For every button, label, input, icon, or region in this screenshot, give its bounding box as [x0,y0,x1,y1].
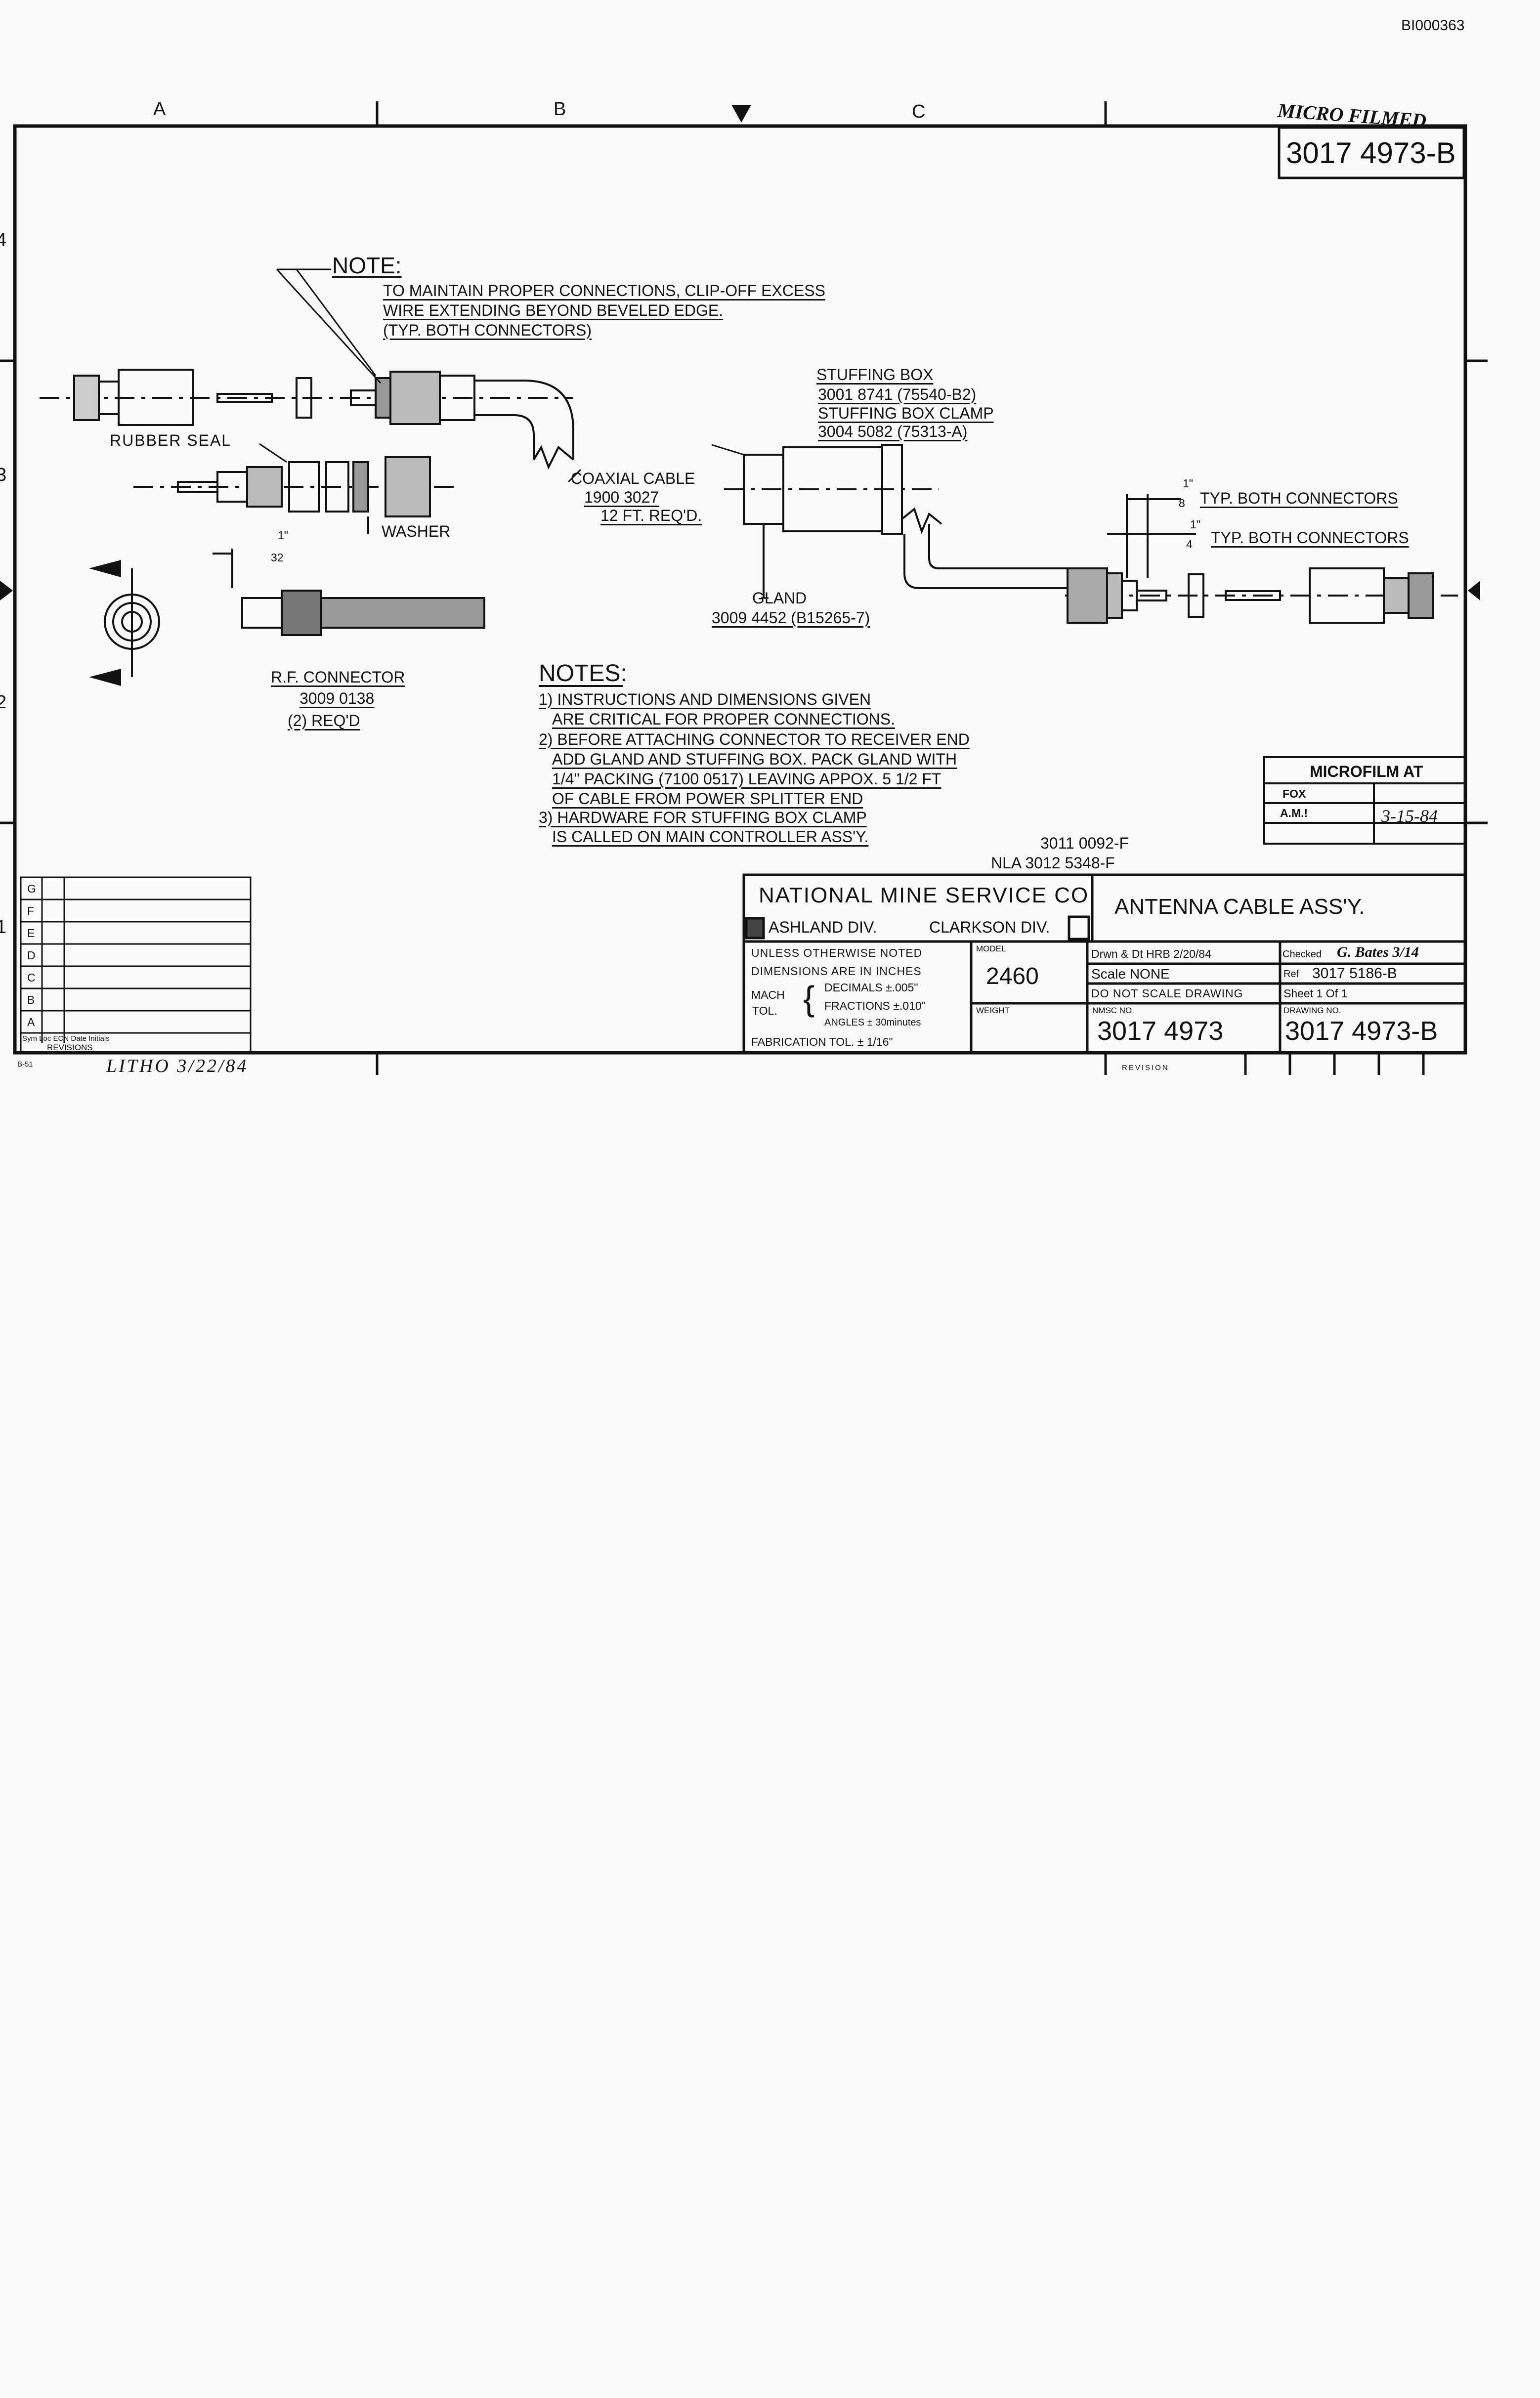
coaxial-cable-label: COAXIAL CABLE [571,470,695,487]
dims-in-inches: DIMENSIONS ARE IN INCHES [751,965,922,978]
note-line-1: TO MAINTAIN PROPER CONNECTIONS, CLIP-OFF… [383,282,825,300]
checked-label: Checked [1283,949,1322,960]
scale: Scale NONE [1091,966,1170,982]
rf-connector-part: 3009 0138 [299,689,375,707]
drawing-number: 3017 4973-B [1285,1016,1438,1046]
microfilm-date: 3-15-84 [1381,806,1438,826]
notes-line-4: ADD GLAND AND STUFFING BOX. PACK GLAND W… [552,750,957,768]
tol-decimals: DECIMALS ±.005" [824,981,918,994]
division-right: CLARKSON DIV. [929,918,1050,936]
dim-1-4-num: 1" [1190,518,1200,531]
division-left: ASHLAND DIV. [769,918,877,936]
company-name: NATIONAL MINE SERVICE CO. [759,883,1096,907]
checked-signature: G. Bates 3/14 [1337,944,1419,960]
stuffing-box-clamp-label: STUFFING BOX CLAMP [818,404,994,422]
notes-title: NOTES: [539,660,627,686]
grid-row-1: 1 [0,917,7,938]
model-number: 2460 [986,963,1039,989]
stuffing-box-clamp-part: 3004 5082 (75313-A) [818,423,968,440]
form-number: B-51 [17,1060,33,1069]
grid-row-3: 3 [0,465,7,485]
note-line-3: (TYP. BOTH CONNECTORS) [383,321,592,339]
rev-header: Sym Loc ECN Date Initials [22,1034,110,1043]
rev-footer: REVISIONS [47,1043,93,1052]
microfilm-fox: FOX [1283,787,1306,800]
fabrication-tol: FABRICATION TOL. ± 1/16" [751,1035,893,1048]
rev-row-c: C [27,971,36,984]
do-not-scale: DO NOT SCALE DRAWING [1091,987,1243,1000]
model-label: MODEL [976,944,1006,953]
coaxial-cable-qty: 12 FT. REQ'D. [600,507,702,524]
nmsc-number: 3017 4973 [1097,1016,1224,1046]
mach-label: MACH [751,988,785,1001]
rubber-seal-label: RUBBER SEAL [110,431,232,449]
notes-line-3: 2) BEFORE ATTACHING CONNECTOR TO RECEIVE… [539,730,970,748]
ref-number: 3017 5186-B [1312,965,1397,982]
ref-line-1: 3011 0092-F [1040,834,1129,852]
gland-label: GLAND [752,589,807,607]
microfilm-am: A.M.! [1280,807,1308,819]
nmsc-label: NMSC NO. [1092,1006,1134,1015]
notes-line-1: 1) INSTRUCTIONS AND DIMENSIONS GIVEN [539,690,871,708]
rev-row-e: E [27,927,35,940]
microfilm-title: MICROFILM AT [1310,763,1423,780]
dim-1-4-den: 4 [1186,538,1193,551]
gland-part: 3009 4452 (B15265-7) [712,609,870,627]
notes-line-2: ARE CRITICAL FOR PROPER CONNECTIONS. [552,710,895,728]
rev-row-f: F [27,904,35,917]
dim-1-32-num: 1" [278,529,288,542]
ref-line-2: NLA 3012 5348-F [991,854,1115,872]
rf-connector-qty: (2) REQ'D [288,712,360,729]
drawing-no-label: DRAWING NO. [1283,1006,1341,1015]
notes-line-6: OF CABLE FROM POWER SPLITTER END [552,790,863,808]
tol-brace: { [803,979,815,1018]
grid-row-2: 2 [0,692,7,713]
rf-connector-label: R.F. CONNECTOR [271,668,405,686]
notes-line-7: 3) HARDWARE FOR STUFFING BOX CLAMP [539,809,867,826]
unless-noted: UNLESS OTHERWISE NOTED [751,946,923,959]
litho-date: LITHO 3/22/84 [106,1056,249,1076]
grid-row-4: 4 [0,230,7,251]
revision-label: REVISION [1122,1064,1169,1072]
grid-col-c: C [912,101,926,122]
dim-1-8-num: 1" [1183,477,1193,490]
drawn-by: Drwn & Dt HRB 2/20/84 [1091,947,1211,960]
stuffing-box-label: STUFFING BOX [816,366,934,384]
dim-1-8-text: TYP. BOTH CONNECTORS [1200,489,1398,507]
tol-label: TOL. [752,1004,777,1017]
rev-row-d: D [27,949,36,962]
note-line-2: WIRE EXTENDING BEYOND BEVELED EDGE. [383,301,724,319]
drawing-title: ANTENNA CABLE ASS'Y. [1114,895,1365,919]
rev-row-b: B [27,993,35,1006]
dim-1-32-den: 32 [271,551,284,564]
dim-1-8-den: 8 [1179,497,1185,510]
ref-label: Ref [1283,969,1299,980]
notes-line-8: IS CALLED ON MAIN CONTROLLER ASS'Y. [552,828,869,846]
sheet: Sheet 1 Of 1 [1283,987,1348,1000]
drawing-number-box: 3017 4973-B [1286,136,1456,170]
stuffing-box-part: 3001 8741 (75540-B2) [818,385,977,403]
note-title: NOTE: [332,253,402,278]
notes-line-5: 1/4" PACKING (7100 0517) LEAVING APPOX. … [552,770,941,788]
doc-id: BI000363 [1401,17,1465,34]
coaxial-cable-part: 1900 3027 [584,488,659,506]
tol-angles: ANGLES ± 30minutes [824,1017,921,1028]
weight-label: WEIGHT [976,1006,1010,1015]
tol-fractions: FRACTIONS ±.010" [824,999,926,1012]
grid-col-a: A [153,99,166,120]
washer-label: WASHER [382,522,451,540]
dim-1-4-text: TYP. BOTH CONNECTORS [1211,529,1409,547]
rev-row-a: A [27,1016,35,1028]
grid-col-b: B [554,99,566,120]
rev-row-g: G [27,882,36,895]
